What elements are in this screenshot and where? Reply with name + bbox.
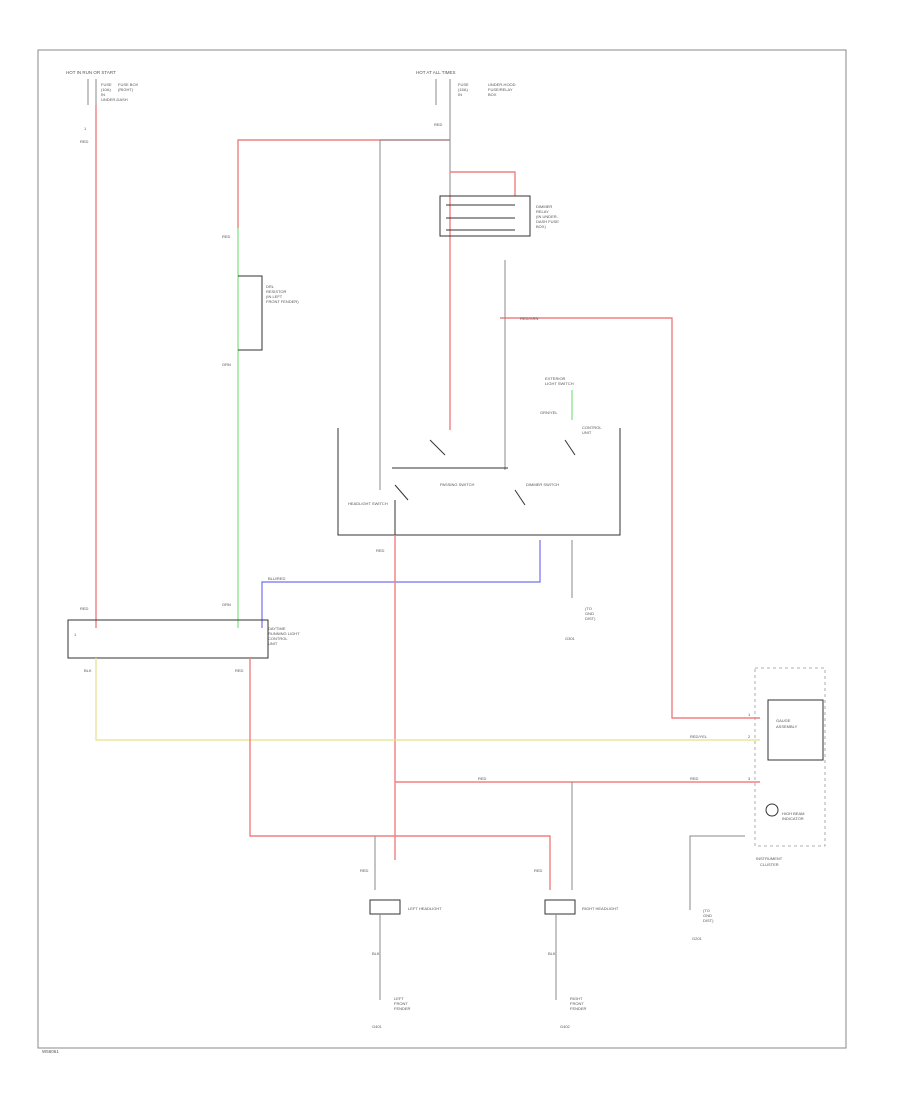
svg-text:GRN: GRN: [222, 602, 231, 607]
svg-text:LIGHT SWITCH: LIGHT SWITCH: [545, 381, 574, 386]
svg-text:DASH FUSE: DASH FUSE: [536, 219, 559, 224]
svg-text:RED: RED: [534, 868, 543, 873]
svg-text:BLK: BLK: [548, 951, 556, 956]
svg-text:RIGHT HEADLIGHT: RIGHT HEADLIGHT: [582, 906, 619, 911]
drl-resistor: DRL RESISTOR (IN LEFT FRONT FENDER) RED …: [222, 234, 299, 367]
svg-text:RUNNING LIGHT: RUNNING LIGHT: [268, 631, 300, 636]
svg-text:GAUGE: GAUGE: [776, 718, 791, 723]
svg-text:1: 1: [74, 632, 77, 637]
svg-text:FUSE BOX: FUSE BOX: [118, 82, 139, 87]
wire-yellow: [95, 658, 760, 741]
svg-text:EXTERIOR: EXTERIOR: [545, 376, 566, 381]
svg-text:RED: RED: [80, 606, 89, 611]
svg-text:RED/YEL: RED/YEL: [690, 734, 708, 739]
svg-text:UNDER-DASH: UNDER-DASH: [101, 97, 128, 102]
svg-text:GRN: GRN: [222, 362, 231, 367]
svg-text:2: 2: [748, 734, 751, 739]
svg-text:FRONT: FRONT: [394, 1001, 408, 1006]
svg-text:HEADLIGHT SWITCH: HEADLIGHT SWITCH: [348, 501, 388, 506]
svg-text:IN: IN: [458, 92, 462, 97]
svg-text:(IN LEFT: (IN LEFT: [266, 294, 283, 299]
svg-text:(IN UNDER-: (IN UNDER-: [536, 214, 559, 219]
svg-text:INDICATOR: INDICATOR: [782, 816, 804, 821]
svg-text:PASSING SWITCH: PASSING SWITCH: [440, 482, 474, 487]
svg-text:UNIT: UNIT: [582, 430, 592, 435]
svg-text:RED/GRN: RED/GRN: [520, 316, 539, 321]
svg-text:HIGH BEAM: HIGH BEAM: [782, 811, 804, 816]
hot-mid-label: HOT AT ALL TIMES: [416, 70, 456, 75]
left-headlight: LEFT HEADLIGHT RED BLK LEFT FRONT FENDER…: [360, 868, 442, 1029]
exterior-light-switch: EXTERIOR LIGHT SWITCH GRN/YEL HEADLIGHT …: [337, 376, 621, 536]
wire-right-red: [500, 317, 760, 719]
diagram-id: W56061: [42, 1049, 59, 1054]
svg-text:FENDER: FENDER: [394, 1006, 411, 1011]
svg-text:DIST): DIST): [585, 616, 596, 621]
svg-text:G301: G301: [565, 636, 576, 641]
svg-text:DAYTIME: DAYTIME: [268, 626, 286, 631]
wire-blue: [261, 540, 541, 628]
svg-text:DIMMER: DIMMER: [536, 204, 552, 209]
svg-text:GND: GND: [585, 611, 594, 616]
svg-text:BLU/RED: BLU/RED: [268, 576, 285, 581]
svg-text:RED: RED: [376, 548, 385, 553]
svg-text:BLK: BLK: [84, 668, 92, 673]
svg-text:LEFT HEADLIGHT: LEFT HEADLIGHT: [408, 906, 442, 911]
svg-text:DIST): DIST): [703, 918, 714, 923]
drl-control-unit: 1 DAYTIME RUNNING LIGHT CONTROL UNIT RED…: [67, 602, 300, 659]
svg-text:GND: GND: [703, 913, 712, 918]
svg-text:UNDER-HOOD: UNDER-HOOD: [488, 82, 516, 87]
fuse-mid-group: HOT AT ALL TIMES FUSE (15A) IN UNDER-HOO…: [416, 70, 516, 127]
hot-left-label: HOT IN RUN OR START: [66, 70, 116, 75]
svg-text:CONTROL: CONTROL: [582, 425, 602, 430]
svg-text:ASSEMBLY: ASSEMBLY: [776, 724, 798, 729]
wire-mid-red: [450, 171, 516, 196]
svg-text:(10A): (10A): [101, 87, 111, 92]
svg-text:BOX: BOX: [488, 92, 497, 97]
svg-text:(TO: (TO: [703, 908, 710, 913]
svg-text:G401: G401: [372, 1024, 383, 1029]
svg-text:RED: RED: [235, 668, 244, 673]
svg-text:BOX): BOX): [536, 224, 546, 229]
svg-text:RED: RED: [478, 776, 487, 781]
svg-text:DRL: DRL: [266, 284, 275, 289]
svg-text:RED: RED: [80, 139, 89, 144]
svg-text:FENDER: FENDER: [570, 1006, 587, 1011]
instrument-cluster: GAUGE ASSEMBLY HIGH BEAM INDICATOR INSTR…: [748, 667, 826, 867]
svg-text:G402: G402: [560, 1024, 571, 1029]
svg-text:FUSE: FUSE: [101, 82, 112, 87]
svg-text:FRONT FENDER): FRONT FENDER): [266, 299, 299, 304]
svg-text:RIGHT: RIGHT: [570, 996, 583, 1001]
svg-text:CLUSTER: CLUSTER: [760, 862, 779, 867]
svg-text:FUSE/RELAY: FUSE/RELAY: [488, 87, 513, 92]
svg-text:CONTROL: CONTROL: [268, 636, 288, 641]
svg-text:RED: RED: [222, 234, 231, 239]
svg-text:1: 1: [748, 712, 751, 717]
svg-text:(15A): (15A): [458, 87, 468, 92]
svg-text:FRONT: FRONT: [570, 1001, 584, 1006]
svg-text:(TO: (TO: [585, 606, 592, 611]
svg-text:RED: RED: [434, 122, 443, 127]
fuse-left-group: HOT IN RUN OR START FUSE (10A) IN UNDER-…: [66, 70, 139, 144]
diagram-frame: [37, 49, 847, 1049]
svg-text:FUSE: FUSE: [458, 82, 469, 87]
svg-text:1: 1: [84, 126, 87, 131]
svg-text:UNIT: UNIT: [268, 641, 278, 646]
svg-text:DIMMER SWITCH: DIMMER SWITCH: [526, 482, 559, 487]
svg-text:LEFT: LEFT: [394, 996, 404, 1001]
svg-text:RED: RED: [360, 868, 369, 873]
wire-top-red: [237, 139, 450, 228]
svg-text:GRN/YEL: GRN/YEL: [540, 410, 558, 415]
dimmer-relay: DIMMER RELAY (IN UNDER- DASH FUSE BOX): [439, 195, 559, 237]
right-headlight: RIGHT HEADLIGHT RED BLK RIGHT FRONT FEND…: [534, 868, 619, 1029]
svg-text:3: 3: [748, 776, 751, 781]
svg-text:BLK: BLK: [372, 951, 380, 956]
svg-text:RESISTOR: RESISTOR: [266, 289, 286, 294]
svg-text:INSTRUMENT: INSTRUMENT: [756, 856, 783, 861]
svg-text:IN: IN: [101, 92, 105, 97]
svg-text:RED: RED: [690, 776, 699, 781]
svg-text:G201: G201: [692, 936, 703, 941]
svg-text:(RIGHT): (RIGHT): [118, 87, 134, 92]
svg-text:RELAY: RELAY: [536, 209, 549, 214]
